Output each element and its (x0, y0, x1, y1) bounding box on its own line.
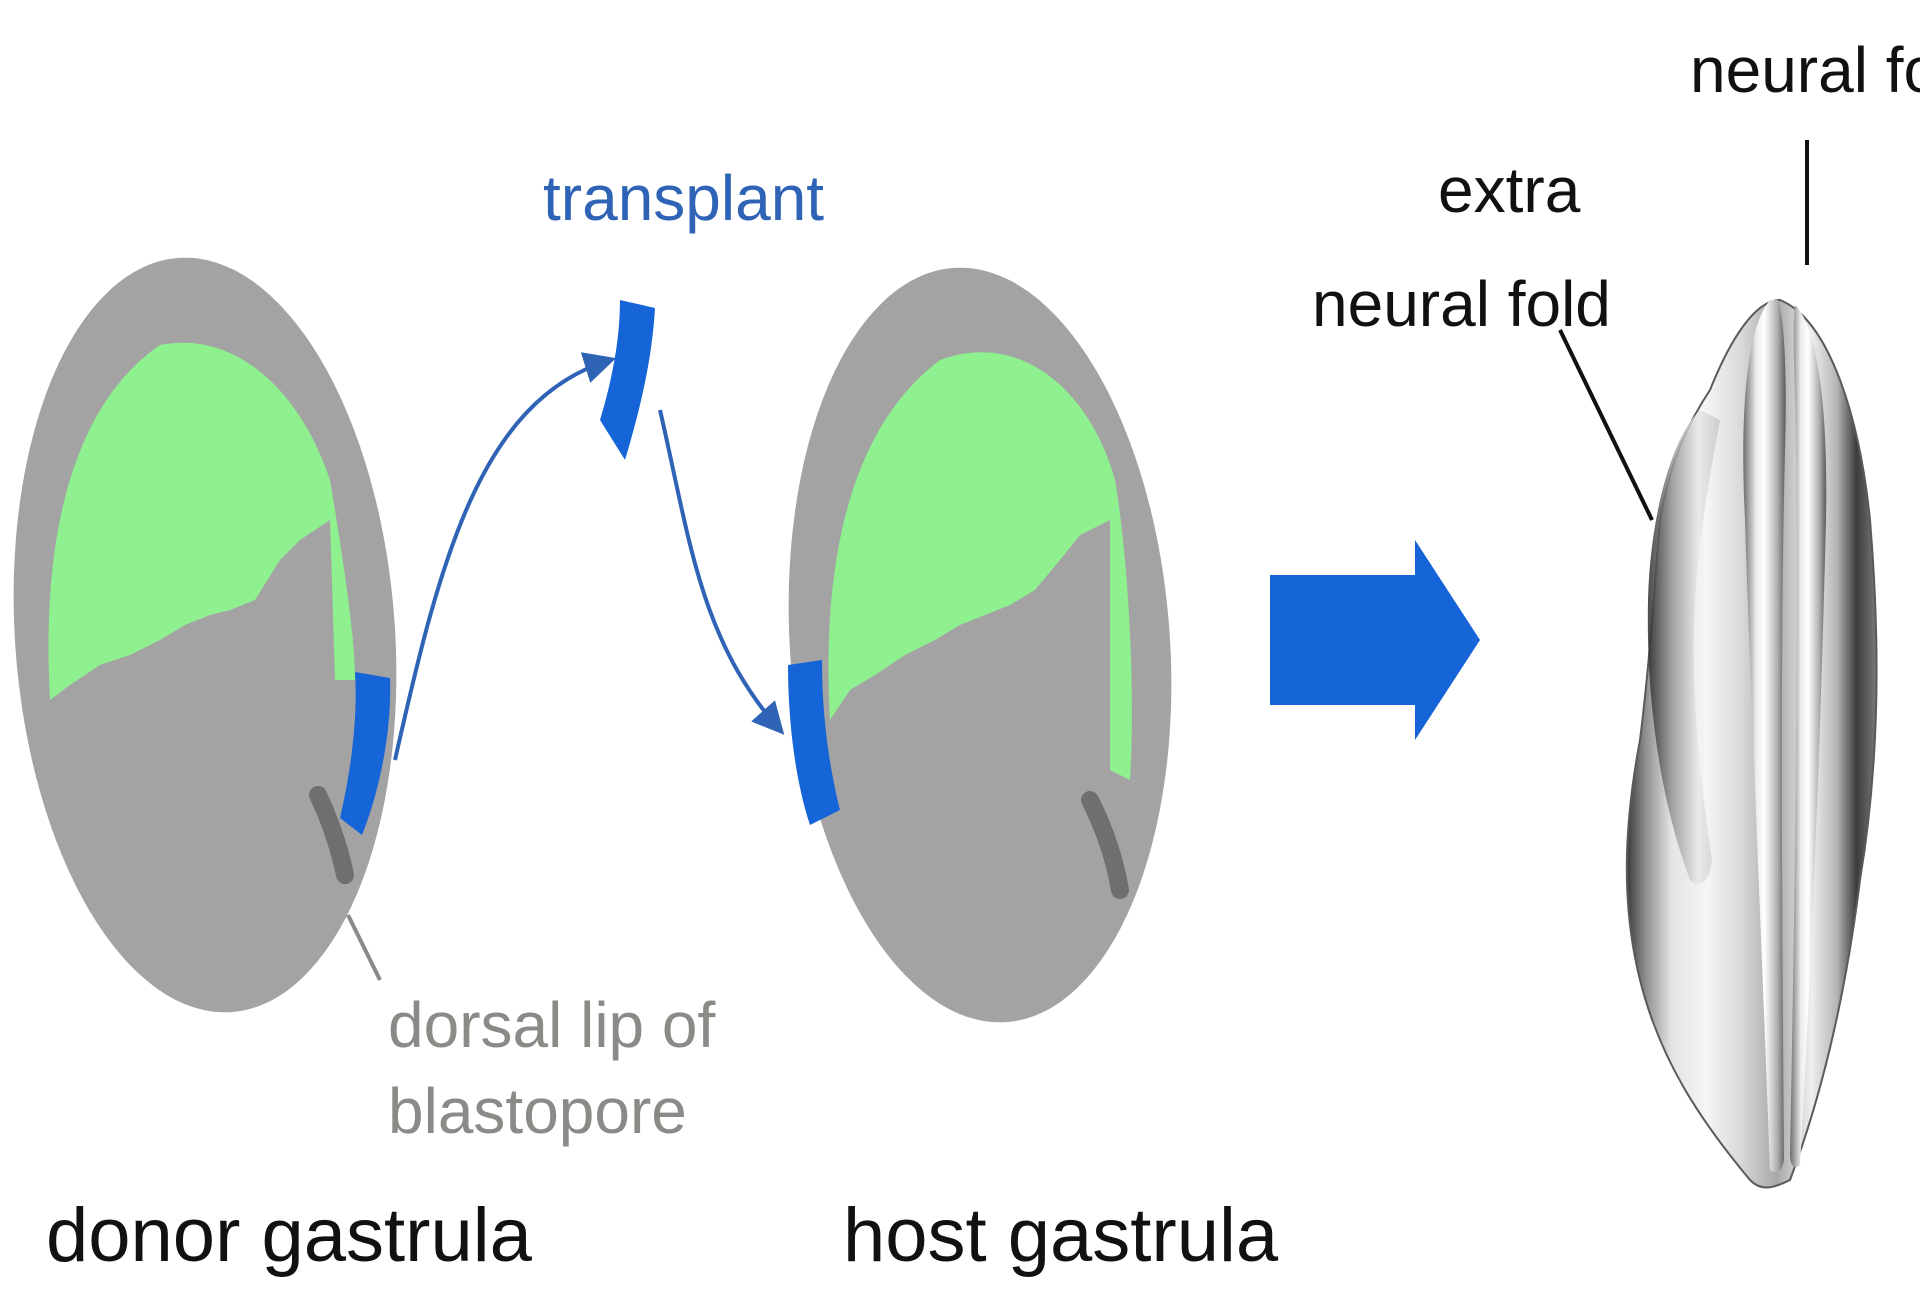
extra-neural-fold-label-line2: neural fold (1312, 272, 1611, 336)
donor-gastrula (0, 245, 421, 1026)
transplant-piece (600, 300, 655, 460)
arrow-transplant-to-host (660, 410, 780, 730)
resulting-embryo (1627, 300, 1877, 1188)
result-arrow (1270, 540, 1480, 740)
neural-fold-label: neural fold (1690, 38, 1920, 102)
extra-neural-fold-label-line1: extra (1438, 158, 1580, 222)
donor-gastrula-label: donor gastrula (46, 1198, 532, 1274)
dorsal-lip-label-line2: blastopore (388, 1078, 687, 1145)
host-gastrula (764, 255, 1196, 1036)
host-gastrula-label: host gastrula (843, 1198, 1278, 1274)
dorsal-lip-leader (348, 915, 380, 980)
dorsal-lip-label-line1: dorsal lip of (388, 992, 715, 1059)
arrow-donor-to-transplant (395, 360, 610, 760)
extra-neural-fold-leader (1560, 330, 1652, 520)
transplant-label: transplant (543, 166, 824, 230)
